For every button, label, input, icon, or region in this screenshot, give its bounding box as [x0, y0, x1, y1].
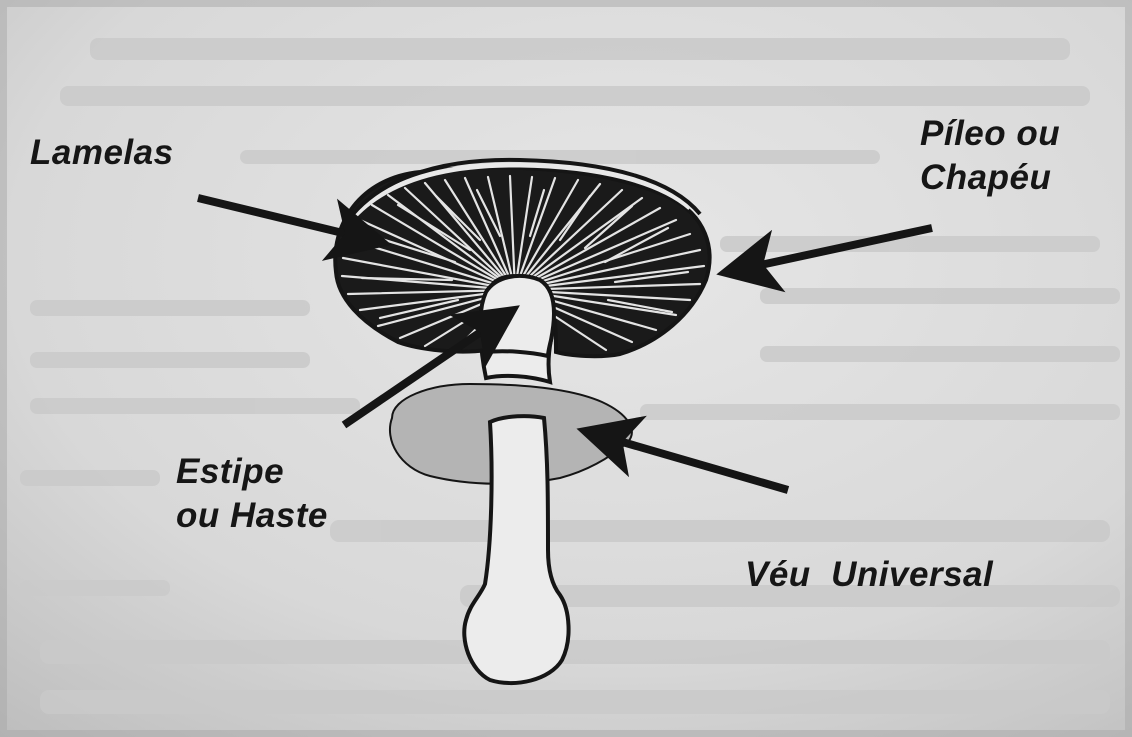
stipe-top-overlay [481, 276, 554, 356]
label-pileo-line2: Chapéu [920, 156, 1060, 200]
label-veu-universal: Véu Universal [745, 553, 993, 597]
label-lamelas: Lamelas [30, 131, 174, 175]
label-lamelas-text: Lamelas [30, 131, 174, 175]
label-estipe-line1: Estipe [176, 450, 328, 494]
label-estipe: Estipe ou Haste [176, 450, 328, 538]
label-pileo-line1: Píleo ou [920, 112, 1060, 156]
label-veu-text: Véu Universal [745, 553, 993, 597]
label-estipe-line2: ou Haste [176, 494, 328, 538]
label-pileo: Píleo ou Chapéu [920, 112, 1060, 200]
